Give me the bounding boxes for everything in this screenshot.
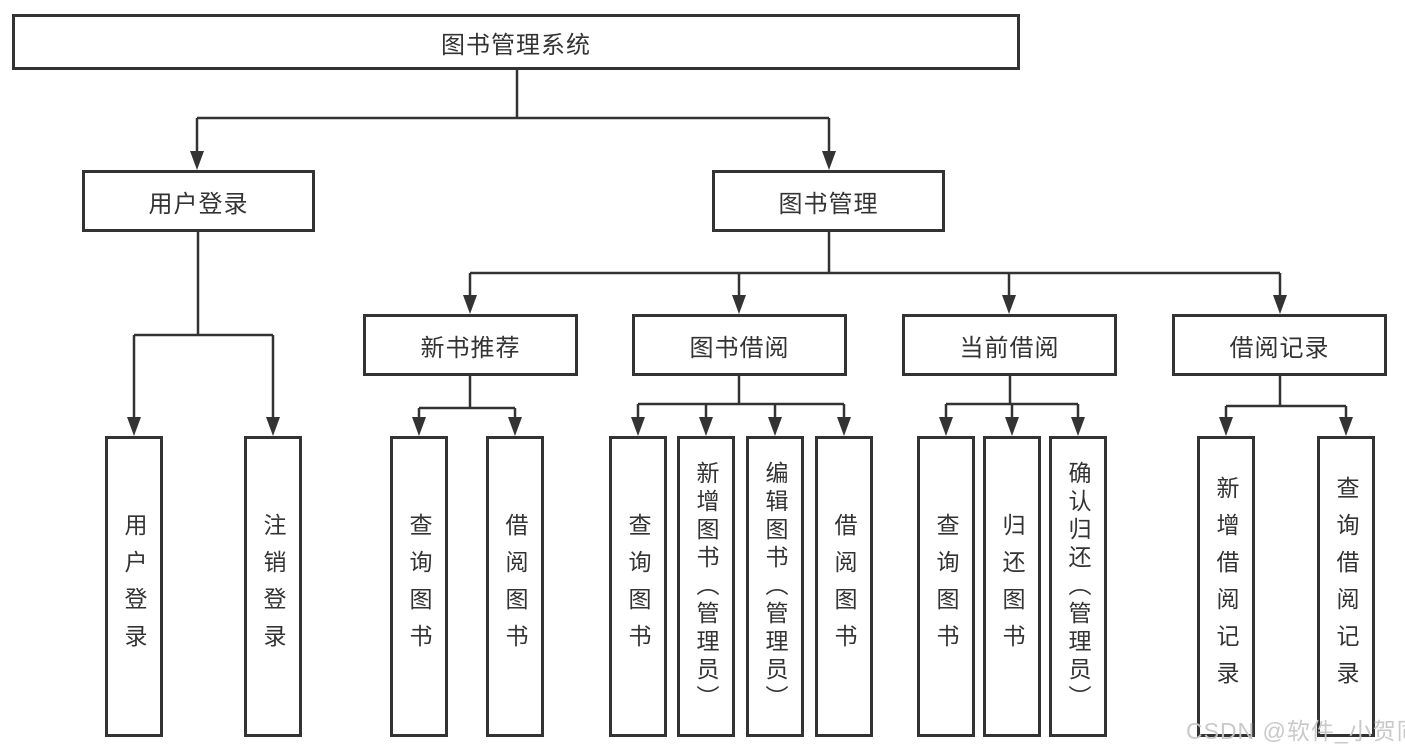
node-label: 查询图书 — [933, 512, 959, 661]
node-label: 新增借阅记录 — [1213, 475, 1239, 698]
node-add-books-admin: 新增图书（管理员） — [677, 436, 735, 737]
node-add-borrow-record: 新增借阅记录 — [1197, 436, 1255, 737]
node-borrow-books-leaf: 借阅图书 — [815, 436, 873, 737]
node-edit-books-admin: 编辑图书（管理员） — [746, 436, 804, 737]
node-user-login-leaf: 用户登录 — [105, 436, 163, 737]
node-label: 借阅图书 — [502, 512, 528, 661]
node-label: 归还图书 — [999, 512, 1025, 661]
node-root: 图书管理系统 — [12, 14, 1020, 70]
node-label: 注销登录 — [260, 512, 286, 661]
node-borrow-records: 借阅记录 — [1172, 314, 1387, 376]
node-label: 借阅图书 — [831, 512, 857, 661]
node-label: 查询图书 — [625, 512, 651, 661]
node-book-management: 图书管理 — [712, 170, 945, 232]
node-query-books-recommend: 查询图书 — [390, 436, 448, 737]
node-return-books: 归还图书 — [983, 436, 1041, 737]
node-label: 查询借阅记录 — [1333, 475, 1359, 698]
node-new-book-recommend: 新书推荐 — [363, 314, 578, 376]
node-logout-leaf: 注销登录 — [244, 436, 302, 737]
node-borrow-books-recommend: 借阅图书 — [486, 436, 544, 737]
node-query-borrow-record: 查询借阅记录 — [1317, 436, 1375, 737]
node-query-books-borrow: 查询图书 — [609, 436, 667, 737]
node-current-borrow: 当前借阅 — [902, 314, 1117, 376]
node-confirm-return-admin: 确认归还（管理员） — [1049, 436, 1107, 737]
node-label: 确认归还（管理员） — [1065, 460, 1091, 713]
node-user-login: 用户登录 — [82, 170, 315, 232]
node-label: 查询图书 — [406, 512, 432, 661]
node-label: 新增图书（管理员） — [693, 460, 719, 713]
node-book-borrow: 图书借阅 — [632, 314, 847, 376]
node-label: 用户登录 — [121, 512, 147, 661]
node-query-books-current: 查询图书 — [917, 436, 975, 737]
watermark: CSDN @软件_小贺同学 — [1186, 718, 1405, 744]
node-label: 编辑图书（管理员） — [762, 460, 788, 713]
